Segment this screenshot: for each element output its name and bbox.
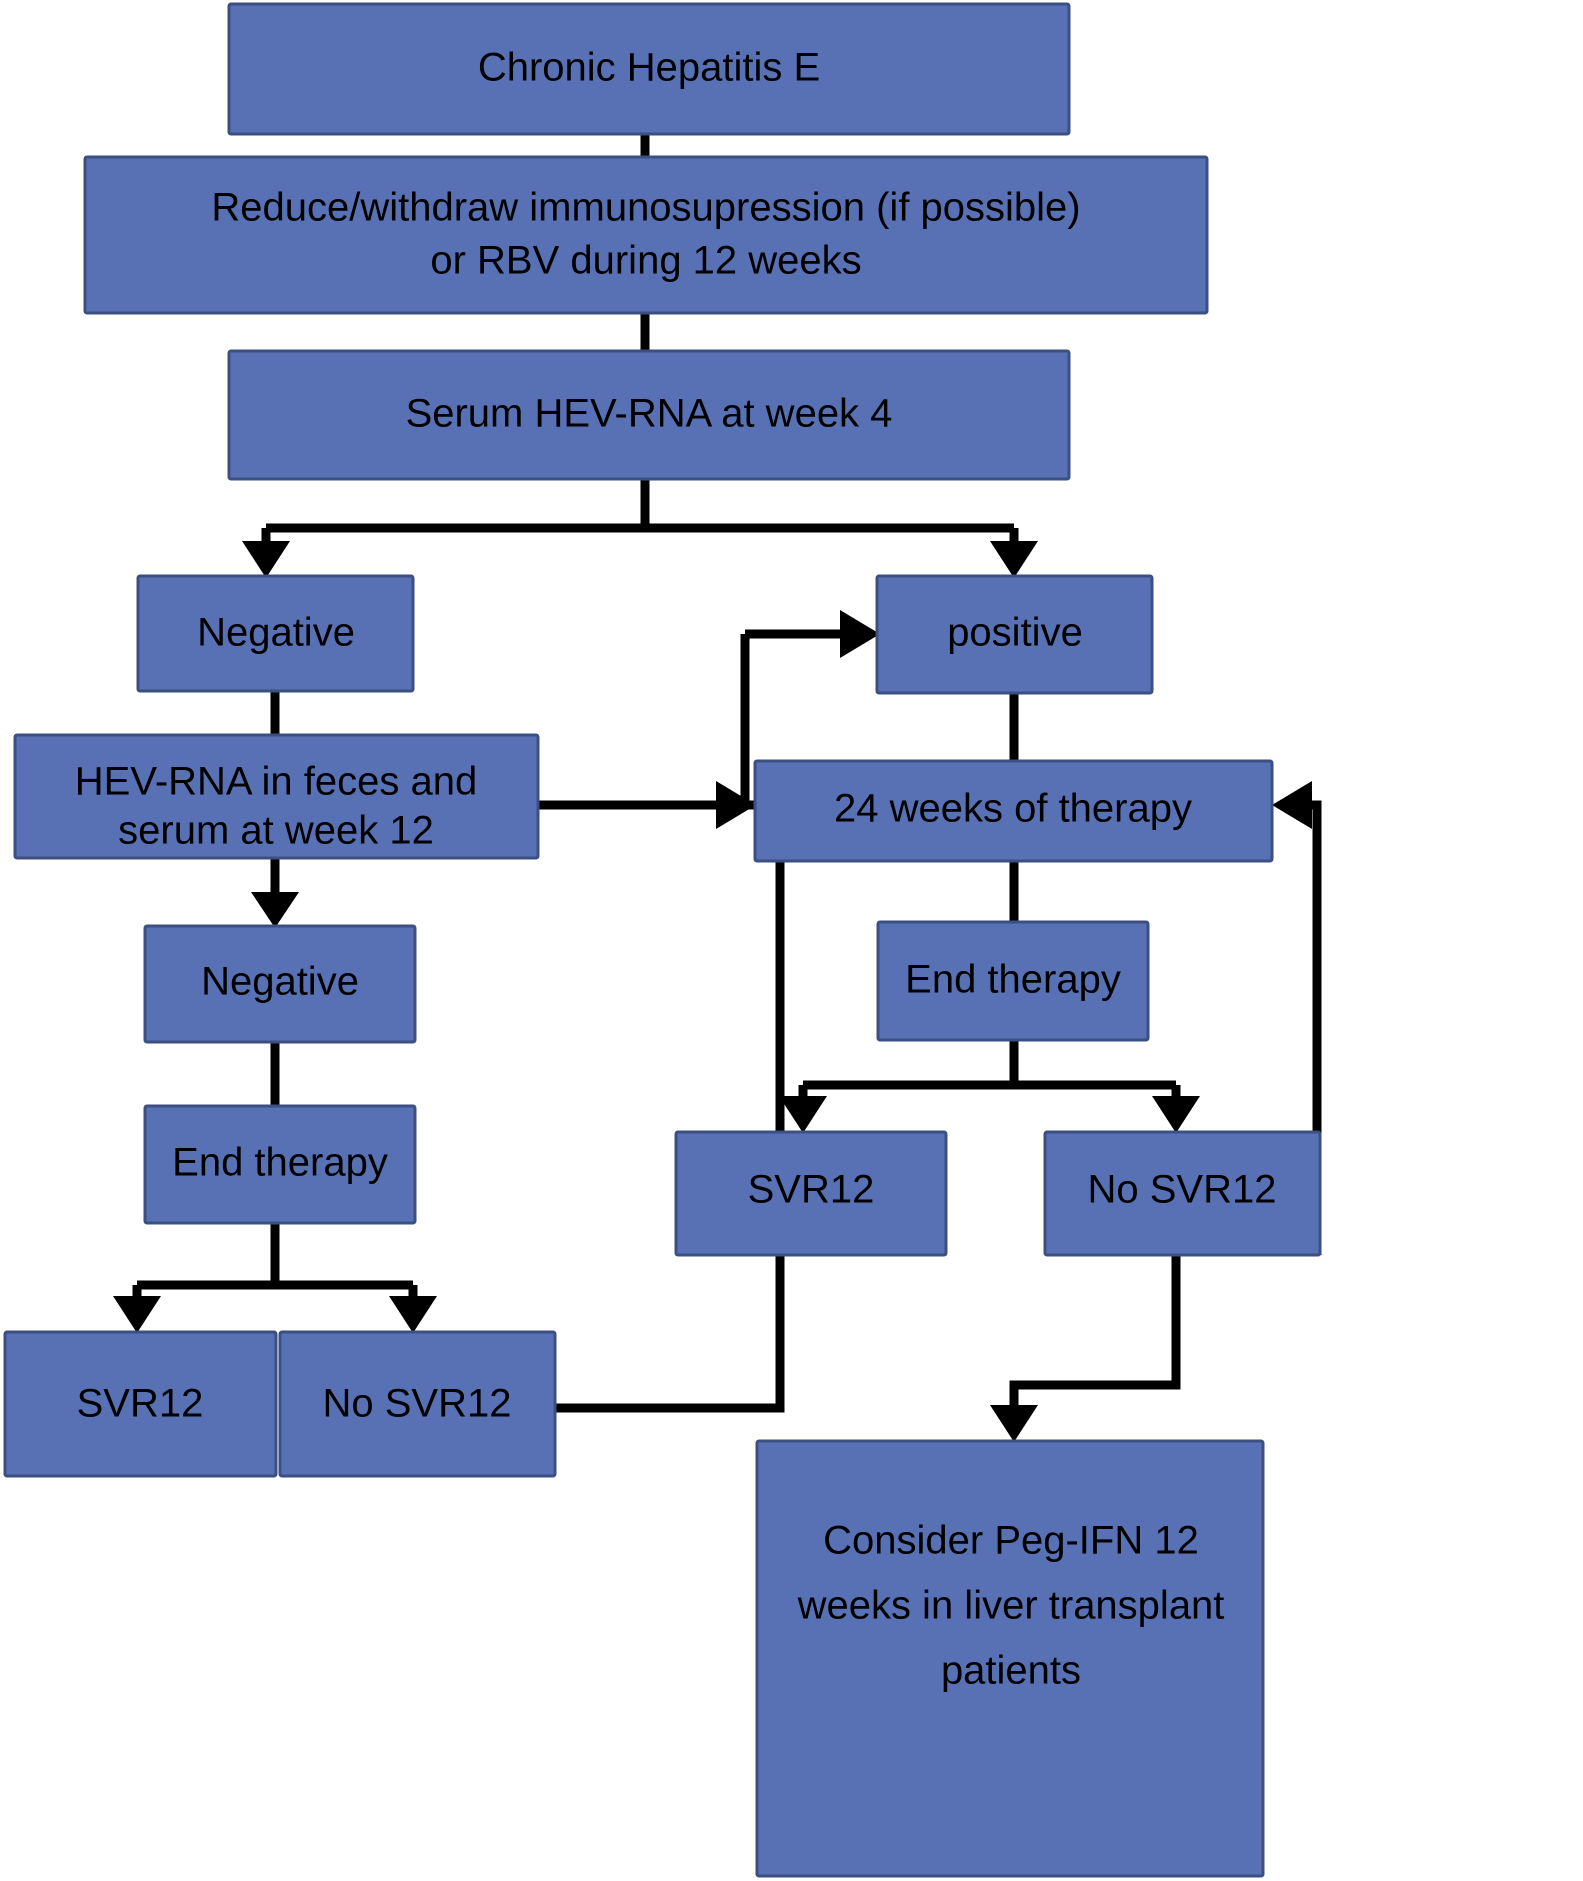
node-label: Negative [197, 611, 355, 655]
node-label: Serum HEV-RNA at week 4 [406, 392, 893, 436]
arrowhead-nosvr12-right-to-24weeks [1272, 781, 1312, 829]
node-label: No SVR12 [323, 1382, 512, 1426]
arrowhead-to-pegifn [990, 1405, 1038, 1442]
arrowhead-to-positive [990, 541, 1038, 578]
node-svr12-right[interactable]: SVR12 [674, 1130, 948, 1257]
node-24-weeks-therapy[interactable]: 24 weeks of therapy [753, 759, 1274, 863]
node-layer: Chronic Hepatitis E Reduce/withdraw immu… [3, 2, 1322, 1878]
node-label-line1: Reduce/withdraw immunosupression (if pos… [211, 186, 1080, 230]
arrowhead-to-nosvr12-right [1152, 1096, 1200, 1133]
node-label: SVR12 [77, 1382, 204, 1426]
edge-nosvr12-left-to-24weeks [555, 800, 785, 1413]
node-reduce-immunosupression[interactable]: Reduce/withdraw immunosupression (if pos… [83, 155, 1209, 315]
node-label: SVR12 [748, 1168, 875, 1212]
node-end-therapy-right[interactable]: End therapy [876, 920, 1150, 1042]
arrowhead-to-svr12-left [113, 1296, 161, 1333]
node-label: End therapy [172, 1141, 388, 1185]
node-negative-week12[interactable]: Negative [143, 924, 417, 1044]
node-svr12-left[interactable]: SVR12 [3, 1330, 278, 1478]
node-label: No SVR12 [1088, 1168, 1277, 1212]
edge-layer [113, 133, 1322, 1442]
node-positive-week4[interactable]: positive [875, 574, 1154, 695]
node-consider-peg-ifn[interactable]: Consider Peg-IFN 12 weeks in liver trans… [755, 1439, 1265, 1878]
node-no-svr12-left[interactable]: No SVR12 [278, 1330, 557, 1478]
node-no-svr12-right[interactable]: No SVR12 [1043, 1130, 1322, 1257]
node-label: Negative [201, 960, 359, 1004]
edge-nosvr12-right-to-pegifn [1009, 1255, 1181, 1405]
arrowhead-hevrna-to-negative2 [251, 892, 299, 928]
node-end-therapy-left[interactable]: End therapy [143, 1104, 417, 1225]
node-label: positive [947, 611, 1083, 655]
arrowhead-nosvr12-left-to-24weeks [716, 781, 756, 829]
node-label: End therapy [905, 958, 1121, 1002]
arrowhead-to-svr12-right [779, 1096, 827, 1133]
node-label-line3: patients [941, 1649, 1081, 1693]
node-label: 24 weeks of therapy [834, 787, 1192, 831]
node-label-line1: Consider Peg-IFN 12 [823, 1519, 1199, 1563]
arrowhead-to-negative [242, 541, 290, 578]
node-hevrna-feces-serum-week12[interactable]: HEV-RNA in feces and serum at week 12 [13, 733, 540, 860]
edge-nosvr12-right-to-24weeks [1312, 800, 1322, 1255]
node-negative-week4[interactable]: Negative [136, 574, 415, 693]
edge-hevrna-to-positive-route [537, 634, 750, 810]
node-label-line2: or RBV during 12 weeks [430, 239, 861, 283]
arrowhead-to-nosvr12-left [389, 1296, 437, 1333]
node-label-line1: HEV-RNA in feces and [75, 760, 477, 804]
node-label: Chronic Hepatitis E [478, 46, 820, 90]
node-label-line2: weeks in liver transplant [797, 1584, 1225, 1628]
node-serum-hevrna-week4[interactable]: Serum HEV-RNA at week 4 [227, 349, 1071, 481]
arrowhead-hevrna-to-positive [840, 610, 880, 658]
node-label-line2: serum at week 12 [118, 809, 434, 853]
node-chronic-hepatitis-e[interactable]: Chronic Hepatitis E [227, 2, 1071, 136]
